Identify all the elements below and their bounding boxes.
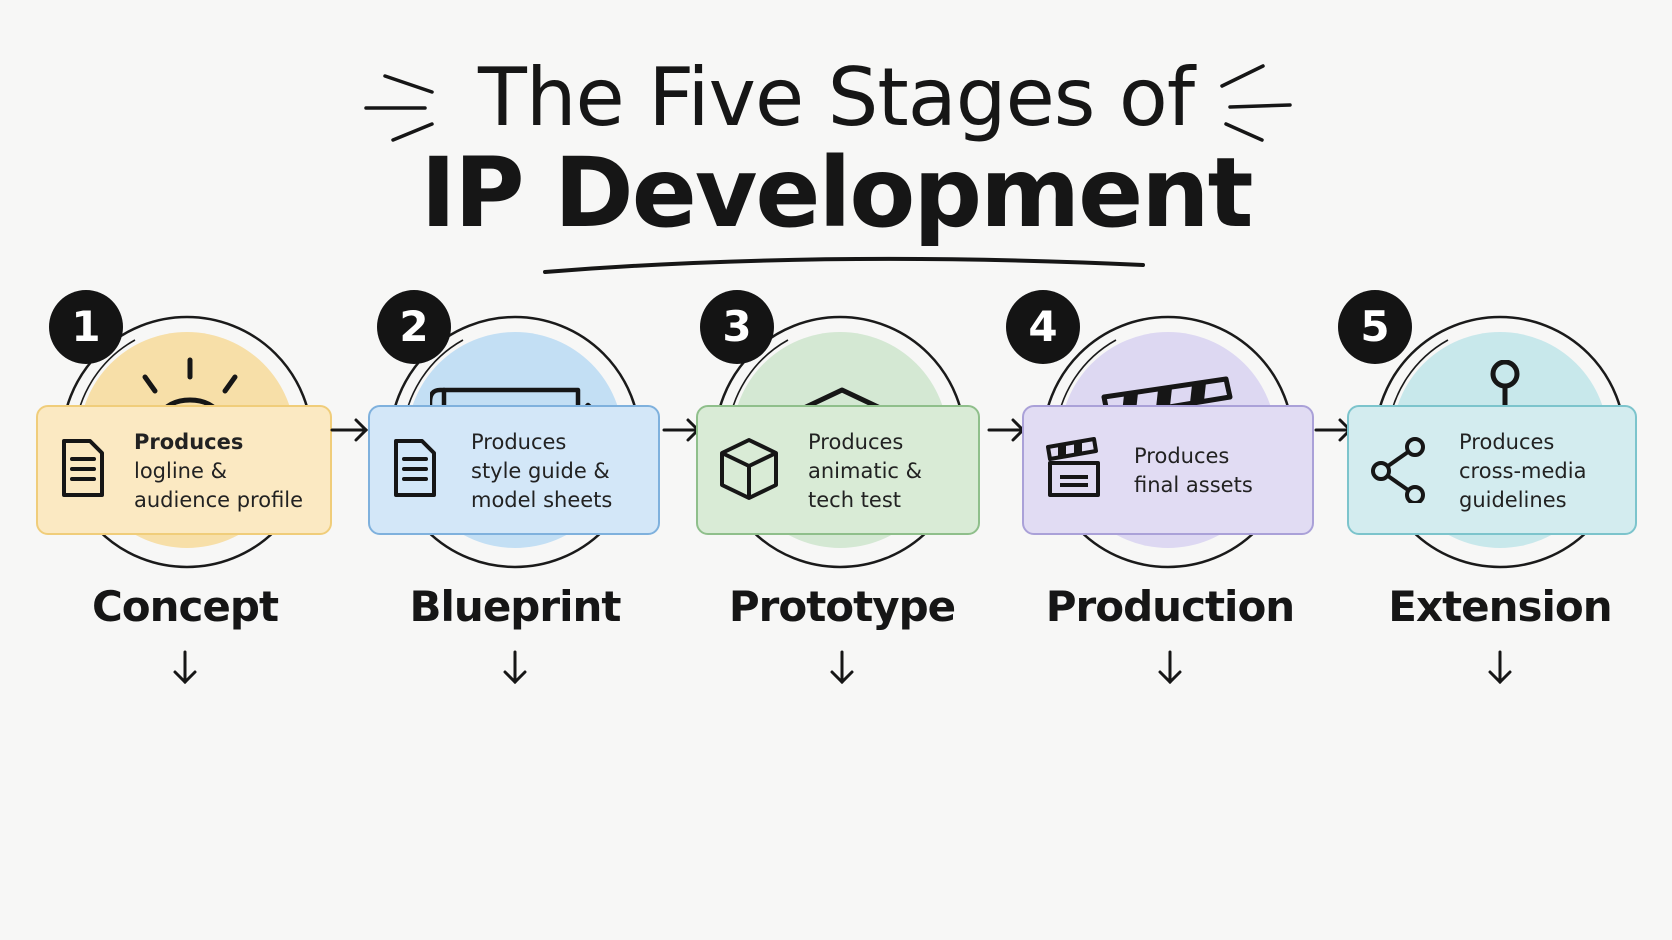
- down-arrow-icon: [503, 650, 527, 685]
- cube-icon: [720, 438, 778, 500]
- clapperboard-icon: [1046, 437, 1100, 497]
- document-icon: [62, 439, 104, 497]
- stage-concept: 1 Concept: [25, 290, 345, 860]
- page-title: IP Development: [420, 137, 1254, 249]
- stage-number-badge: 3: [700, 290, 774, 364]
- stage-name: Prototype: [728, 582, 956, 631]
- right-arrow-icon: [330, 418, 369, 442]
- title-line-1: The Five Stages of: [477, 51, 1195, 144]
- output-card-production: Produces final assets: [1022, 405, 1314, 535]
- burst-line-left-1: [383, 74, 434, 94]
- card-text: Produces animatic & tech test: [808, 428, 922, 515]
- stage-name: Blueprint: [409, 582, 622, 631]
- card-line: Produces: [1459, 430, 1555, 454]
- card-line: cross-media: [1459, 459, 1587, 483]
- output-card-extension: Produces cross-media guidelines: [1347, 405, 1637, 535]
- stage-number-badge: 4: [1006, 290, 1080, 364]
- card-line: tech test: [808, 488, 902, 512]
- card-text: Produces final assets: [1134, 442, 1253, 500]
- stage-prototype: 3 Prototype: [682, 290, 1002, 860]
- card-line: Produces: [808, 430, 904, 454]
- card-line: audience profile: [134, 488, 304, 512]
- stage-production: 4 Production: [1006, 290, 1330, 860]
- down-arrow-icon: [830, 650, 854, 685]
- stage-number-badge: 2: [377, 290, 451, 364]
- share-icon: [1371, 437, 1425, 503]
- card-line: style guide &: [471, 459, 610, 483]
- burst-line-right-2: [1228, 103, 1292, 109]
- card-line: final assets: [1134, 473, 1253, 497]
- stage-blueprint: 2 Blueprint: [355, 290, 675, 860]
- card-line: guidelines: [1459, 488, 1567, 512]
- card-line: model sheets: [471, 488, 613, 512]
- card-line: Produces: [134, 430, 244, 454]
- down-arrow-icon: [1158, 650, 1182, 685]
- stage-number-badge: 5: [1338, 290, 1412, 364]
- title-decoration: [364, 64, 1292, 274]
- stage-name: Concept: [91, 582, 279, 631]
- document-icon: [394, 439, 436, 497]
- title-underline: [543, 256, 1145, 274]
- stage-extension: 5 Extension: [1338, 290, 1660, 860]
- burst-line-right-3: [1224, 122, 1264, 142]
- down-arrow-icon: [173, 650, 197, 685]
- down-arrow-icon: [1488, 650, 1512, 685]
- output-card-concept: Produces logline & audience profile: [36, 405, 332, 535]
- card-text: Produces style guide & model sheets: [471, 428, 612, 515]
- card-text: Produces logline & audience profile: [134, 428, 303, 515]
- burst-line-right-1: [1220, 64, 1265, 88]
- card-text: Produces cross-media guidelines: [1459, 428, 1586, 515]
- card-line: Produces: [471, 430, 567, 454]
- stage-number-badge: 1: [49, 290, 123, 364]
- stage-name: Extension: [1388, 582, 1612, 631]
- card-line: animatic &: [808, 459, 923, 483]
- card-line: logline &: [134, 459, 227, 483]
- output-card-prototype: Produces animatic & tech test: [696, 405, 980, 535]
- burst-line-left-3: [391, 122, 434, 142]
- title-block: The Five Stages of IP Development: [0, 0, 1672, 300]
- card-line: Produces: [1134, 444, 1230, 468]
- stage-name: Production: [1045, 582, 1295, 631]
- output-card-blueprint: Produces style guide & model sheets: [368, 405, 660, 535]
